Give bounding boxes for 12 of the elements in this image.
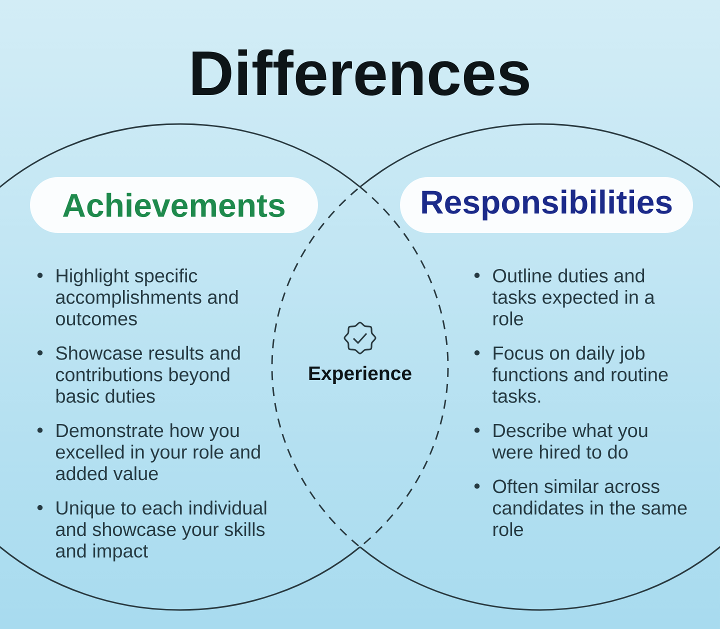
bullet-text: Unique to each individual and showcase your skills and impact — [56, 500, 266, 562]
bullet-text: Showcase results and contributions beyond basic duties — [56, 346, 240, 403]
bullet-text: Demonstrate how you excelled in your role and added value — [56, 423, 260, 480]
region-label: Experience — [309, 366, 412, 384]
bullet-text: Highlight specific accomplishments and outcomes — [56, 268, 238, 326]
bullet-text: Focus on daily job functions and routine tasks. — [492, 346, 668, 403]
title: Differences — [192, 49, 529, 96]
bullet-text: Describe what you were hired to do — [492, 423, 648, 459]
heading-pill: Achievements — [30, 177, 318, 233]
bullet-text: Often similar across candidates in the same role — [493, 479, 687, 536]
heading-pill: Responsibilities — [400, 177, 693, 233]
bullet-text: Outline duties and tasks expected in a role — [492, 268, 655, 326]
